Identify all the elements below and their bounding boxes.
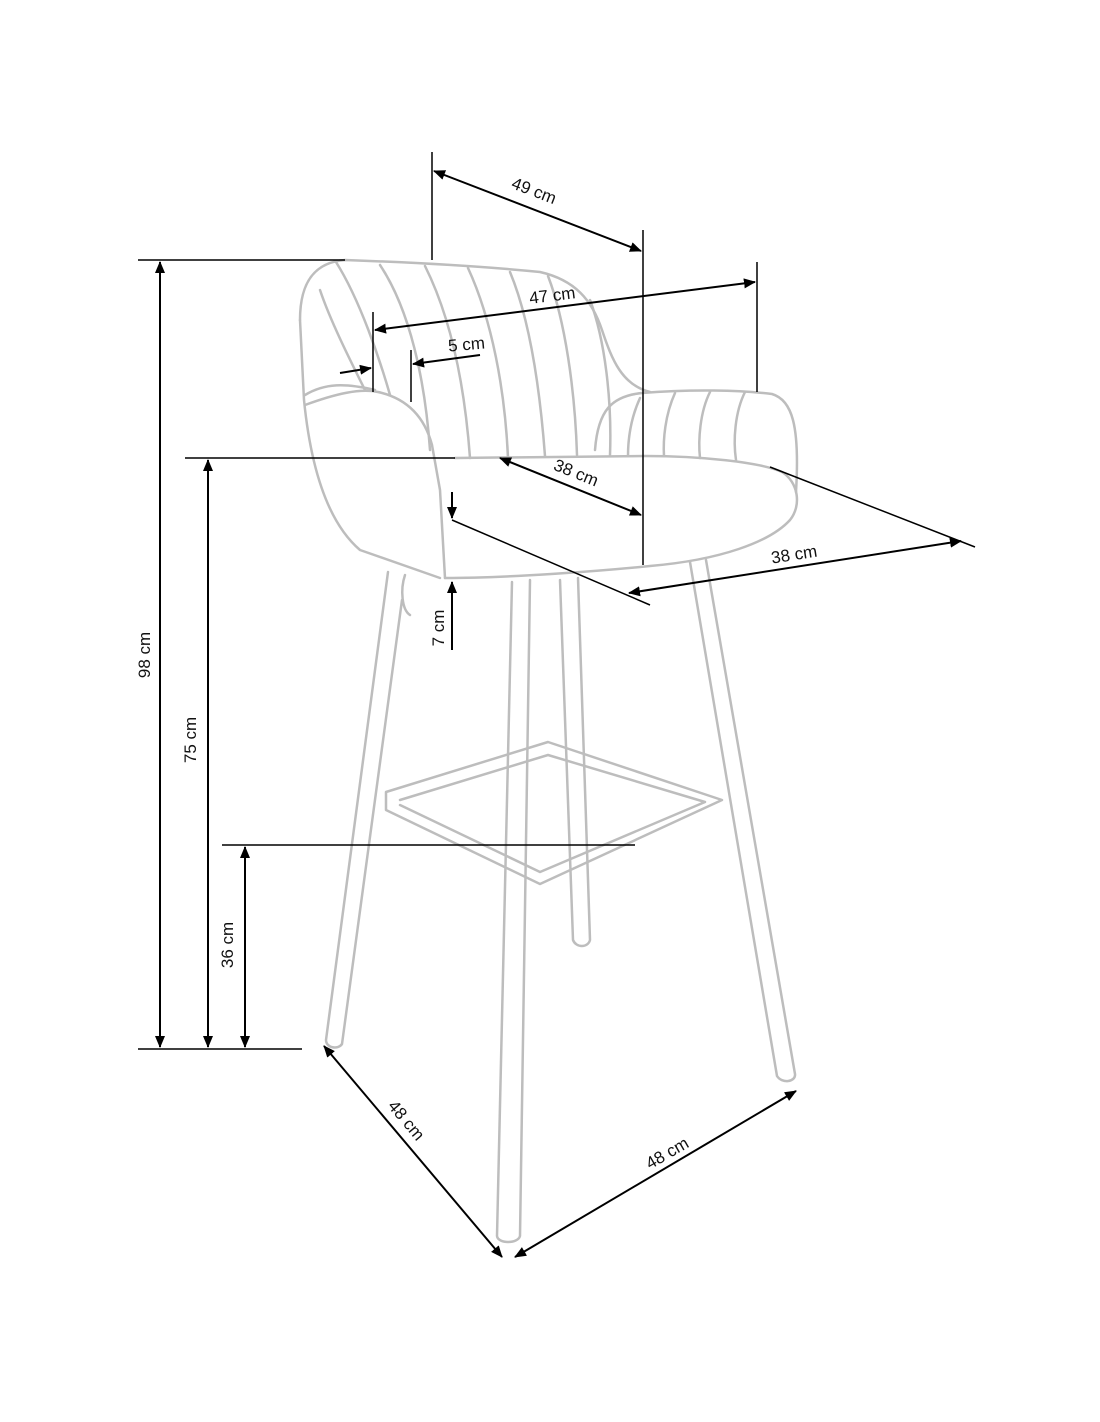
right-armrest — [593, 389, 799, 494]
seat-thickness-label: 7 cm — [429, 610, 448, 647]
dimension-arrows — [155, 170, 962, 1258]
extension-lines — [138, 152, 976, 1050]
backrest-width-label: 47 cm — [528, 283, 576, 308]
seat-depth-arrow — [499, 457, 642, 516]
legs — [324, 558, 797, 1244]
backrest-width-arrow — [374, 278, 756, 334]
armrest-width-arrow-right — [412, 354, 481, 368]
armrest-ribs — [626, 390, 747, 462]
stool-outline — [298, 258, 799, 1244]
armrest-width-arrow-left — [339, 364, 372, 375]
seat-height-label: 75 cm — [181, 717, 200, 763]
backrest — [298, 258, 652, 394]
seat-width-arrow — [628, 537, 962, 597]
depth-arrow — [433, 170, 642, 252]
left-arm-seam — [303, 384, 377, 397]
seat — [443, 454, 799, 580]
footrest — [384, 740, 724, 886]
total-height-label: 98 cm — [135, 632, 154, 678]
base-depth-label: 48 cm — [384, 1097, 428, 1145]
base-depth-arrow — [323, 1045, 503, 1258]
base-width-arrow — [514, 1090, 797, 1258]
seat-depth-label: 38 cm — [551, 455, 601, 490]
armrest-width-label: 5 cm — [447, 333, 485, 355]
footrest-height-label: 36 cm — [218, 922, 237, 968]
